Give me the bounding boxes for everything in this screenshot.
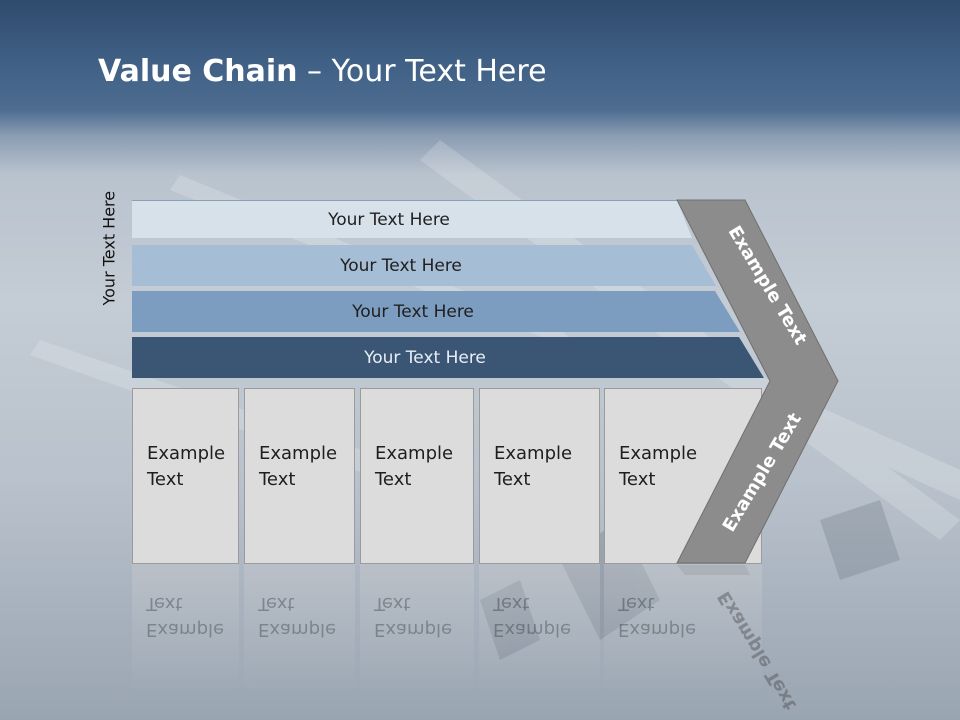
box-3-line2: Text: [375, 469, 412, 490]
primary-activity-box-1: Example Text: [132, 388, 239, 564]
support-bar-1: Your Text Here: [132, 200, 692, 238]
box-3-reflection: Example Text: [360, 564, 474, 694]
box-1-reflection-line1: Example: [146, 619, 225, 640]
box-1-line1: Example: [147, 443, 226, 464]
box-1-reflection-line2: Text: [146, 593, 183, 614]
box-1-line2: Text: [147, 469, 184, 490]
support-bar-2: Your Text Here: [132, 245, 716, 286]
box-5-line1: Example: [619, 443, 698, 464]
box-4-reflection: Example Text: [479, 564, 600, 694]
box-1-reflection: Example Text: [132, 564, 239, 694]
box-5-line2: Text: [619, 469, 656, 490]
title-rest: – Your Text Here: [297, 54, 547, 89]
vertical-side-label: Your Text Here: [99, 190, 119, 306]
box-2-reflection: Example Text: [244, 564, 355, 694]
box-2-line2: Text: [259, 469, 296, 490]
support-bar-3: Your Text Here: [132, 291, 740, 332]
box-4-reflection-line2: Text: [493, 593, 530, 614]
primary-activity-box-3: Example Text: [360, 388, 474, 564]
support-bar-1-label: Your Text Here: [328, 209, 450, 230]
box-2-reflection-line1: Example: [258, 619, 337, 640]
chevron-shape: [676, 199, 839, 564]
support-bar-4: Your Text Here: [132, 337, 764, 378]
page-title: Value Chain – Your Text Here: [98, 54, 547, 94]
box-2-reflection-line2: Text: [258, 593, 295, 614]
support-bar-3-label: Your Text Here: [352, 301, 474, 322]
box-4-reflection-line1: Example: [493, 619, 572, 640]
title-bold: Value Chain: [98, 54, 298, 89]
margin-chevron: [676, 199, 839, 575]
support-bar-4-label: Your Text Here: [364, 347, 486, 368]
box-4-line1: Example: [494, 443, 573, 464]
primary-activity-box-2: Example Text: [244, 388, 355, 564]
box-4-line2: Text: [494, 469, 531, 490]
box-3-line1: Example: [375, 443, 454, 464]
box-2-line1: Example: [259, 443, 338, 464]
primary-activity-box-4: Example Text: [479, 388, 600, 564]
chevron-reflection: [677, 565, 750, 575]
box-3-reflection-line2: Text: [374, 593, 411, 614]
support-bar-2-label: Your Text Here: [340, 255, 462, 276]
box-3-reflection-line1: Example: [374, 619, 453, 640]
